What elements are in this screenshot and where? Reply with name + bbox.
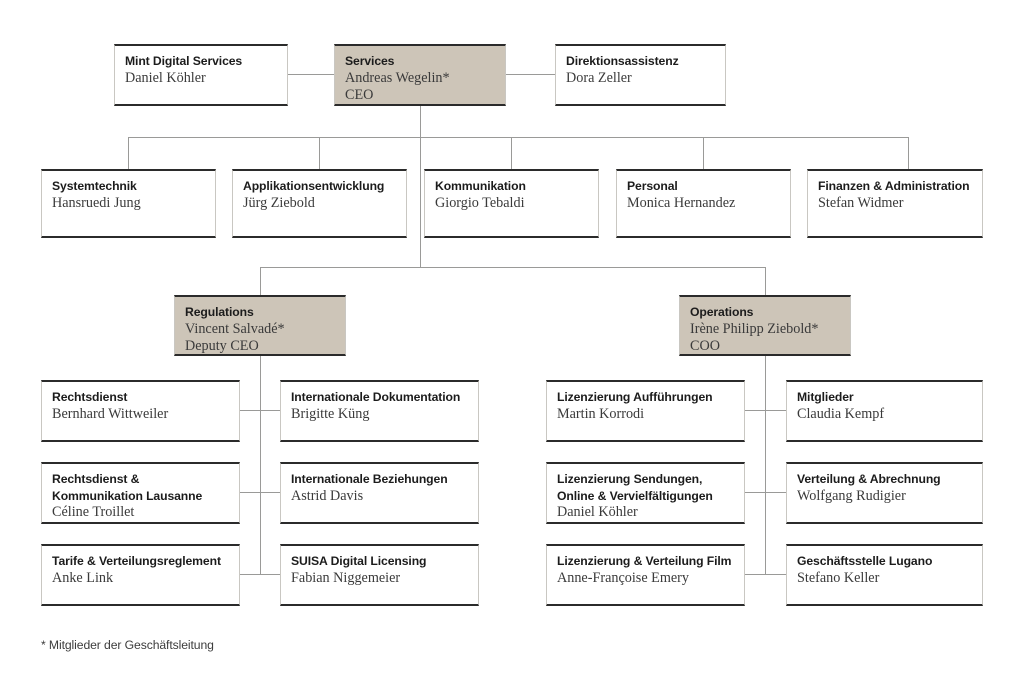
- connector-row2-bus: [128, 137, 908, 138]
- node-person: Fabian Niggemeier: [291, 569, 401, 586]
- connector-drop-applikationsentwicklung: [319, 137, 320, 169]
- node-title: Mitglieder: [797, 390, 854, 404]
- node-role: Deputy CEO: [185, 338, 259, 354]
- node-geschaeftsstelle-lugano[interactable]: Geschäftsstelle Lugano Stefano Keller: [786, 544, 983, 606]
- node-title: Direktionsassistenz: [566, 54, 679, 68]
- connector-operations-left-3: [745, 574, 766, 575]
- node-lizenzierung-verteilung-film[interactable]: Lizenzierung & Verteilung Film Anne-Fran…: [546, 544, 745, 606]
- connector-drop-operations: [765, 267, 766, 295]
- node-person: Anke Link: [52, 569, 114, 586]
- node-title: Lizenzierung Aufführungen: [557, 390, 713, 404]
- connector-operations-spine: [765, 356, 766, 575]
- node-internationale-dokumentation[interactable]: Internationale Dokumentation Brigitte Kü…: [280, 380, 479, 442]
- node-kommunikation[interactable]: Kommunikation Giorgio Tebaldi: [424, 169, 599, 238]
- node-direktionsassistenz[interactable]: Direktionsassistenz Dora Zeller: [555, 44, 726, 106]
- node-title: Systemtechnik: [52, 179, 137, 193]
- node-person: Martin Korrodi: [557, 405, 645, 422]
- node-finanzen-administration[interactable]: Finanzen & Administration Stefan Widmer: [807, 169, 983, 238]
- connector-drop-kommunikation: [511, 137, 512, 169]
- node-rechtsdienst[interactable]: Rechtsdienst Bernhard Wittweiler: [41, 380, 240, 442]
- footnote-geschaeftsleitung: * Mitglieder der Geschäftsleitung: [41, 638, 214, 652]
- connector-drop-regulations: [260, 267, 261, 295]
- connector-regulations-right-1: [260, 410, 280, 411]
- node-person: Giorgio Tebaldi: [435, 194, 525, 211]
- node-person: Hansruedi Jung: [52, 194, 141, 211]
- node-title: Tarife & Verteilungsreglement: [52, 554, 221, 568]
- node-person: Stefano Keller: [797, 569, 880, 586]
- connector-drop-finanzen: [908, 137, 909, 169]
- node-role: COO: [690, 338, 720, 354]
- node-person: Vincent Salvadé*: [185, 320, 285, 337]
- node-title: Internationale Beziehungen: [291, 472, 448, 486]
- node-title: Internationale Dokumentation: [291, 390, 461, 404]
- node-title: Services: [345, 54, 395, 68]
- connector-row3-bus: [260, 267, 766, 268]
- node-title: Geschäftsstelle Lugano: [797, 554, 933, 568]
- node-person: Brigitte Küng: [291, 405, 370, 422]
- connector-operations-right-2: [765, 492, 787, 493]
- node-title: Personal: [627, 179, 678, 193]
- node-role: CEO: [345, 87, 374, 103]
- node-rechtsdienst-kommunikation-lausanne[interactable]: Rechtsdienst & Kommunikation Lausanne Cé…: [41, 462, 240, 524]
- node-internationale-beziehungen[interactable]: Internationale Beziehungen Astrid Davis: [280, 462, 479, 524]
- node-title: Applikationsentwicklung: [243, 179, 385, 193]
- node-person: Jürg Ziebold: [243, 194, 315, 211]
- node-title: Regulations: [185, 305, 254, 319]
- node-systemtechnik[interactable]: Systemtechnik Hansruedi Jung: [41, 169, 216, 238]
- connector-ceo-to-direktionsassistenz: [506, 74, 555, 75]
- node-suisa-digital-licensing[interactable]: SUISA Digital Licensing Fabian Niggemeie…: [280, 544, 479, 606]
- node-person: Monica Hernandez: [627, 194, 736, 211]
- node-mint-digital-services[interactable]: Mint Digital Services Daniel Köhler: [114, 44, 288, 106]
- node-title: Operations: [690, 305, 754, 319]
- node-person: Wolfgang Rudigier: [797, 487, 906, 504]
- node-applikationsentwicklung[interactable]: Applikationsentwicklung Jürg Ziebold: [232, 169, 407, 238]
- node-person: Bernhard Wittweiler: [52, 405, 169, 422]
- node-person: Céline Troillet: [52, 504, 135, 520]
- connector-mint-to-ceo: [288, 74, 334, 75]
- connector-drop-systemtechnik: [128, 137, 129, 169]
- node-services-ceo[interactable]: Services Andreas Wegelin* CEO: [334, 44, 506, 106]
- node-title: Finanzen & Administration: [818, 179, 970, 193]
- connector-drop-personal: [703, 137, 704, 169]
- node-person: Astrid Davis: [291, 487, 364, 504]
- connector-regulations-left-2: [240, 492, 261, 493]
- node-title: Rechtsdienst: [52, 390, 128, 404]
- node-person: Daniel Köhler: [557, 504, 638, 520]
- node-personal[interactable]: Personal Monica Hernandez: [616, 169, 791, 238]
- node-regulations[interactable]: Regulations Vincent Salvadé* Deputy CEO: [174, 295, 346, 356]
- node-lizenzierung-auffuehrungen[interactable]: Lizenzierung Aufführungen Martin Korrodi: [546, 380, 745, 442]
- connector-ceo-stem: [420, 106, 421, 267]
- node-person: Irène Philipp Ziebold*: [690, 320, 819, 337]
- connector-regulations-left-1: [240, 410, 261, 411]
- node-person: Andreas Wegelin*: [345, 69, 450, 86]
- node-person: Anne-Françoise Emery: [557, 569, 689, 586]
- connector-operations-right-1: [765, 410, 787, 411]
- node-verteilung-abrechnung[interactable]: Verteilung & Abrechnung Wolfgang Rudigie…: [786, 462, 983, 524]
- node-person: Claudia Kempf: [797, 405, 885, 422]
- node-person: Stefan Widmer: [818, 194, 904, 211]
- node-title: Kommunikation: [435, 179, 526, 193]
- node-person: Dora Zeller: [566, 69, 632, 86]
- node-title: Lizenzierung Sendungen, Online & Verviel…: [557, 472, 713, 503]
- node-title: SUISA Digital Licensing: [291, 554, 427, 568]
- node-person: Daniel Köhler: [125, 69, 206, 86]
- connector-regulations-left-3: [240, 574, 261, 575]
- connector-regulations-right-2: [260, 492, 280, 493]
- node-title: Lizenzierung & Verteilung Film: [557, 554, 732, 568]
- node-title: Verteilung & Abrechnung: [797, 472, 941, 486]
- node-lizenzierung-sendungen[interactable]: Lizenzierung Sendungen, Online & Verviel…: [546, 462, 745, 524]
- node-mitglieder[interactable]: Mitglieder Claudia Kempf: [786, 380, 983, 442]
- node-title: Rechtsdienst & Kommunikation Lausanne: [52, 472, 203, 503]
- connector-operations-right-3: [765, 574, 787, 575]
- node-title: Mint Digital Services: [125, 54, 243, 68]
- connector-regulations-spine: [260, 356, 261, 575]
- connector-operations-left-2: [745, 492, 766, 493]
- node-tarife-verteilungsreglement[interactable]: Tarife & Verteilungsreglement Anke Link: [41, 544, 240, 606]
- connector-operations-left-1: [745, 410, 766, 411]
- connector-regulations-right-3: [260, 574, 280, 575]
- node-operations[interactable]: Operations Irène Philipp Ziebold* COO: [679, 295, 851, 356]
